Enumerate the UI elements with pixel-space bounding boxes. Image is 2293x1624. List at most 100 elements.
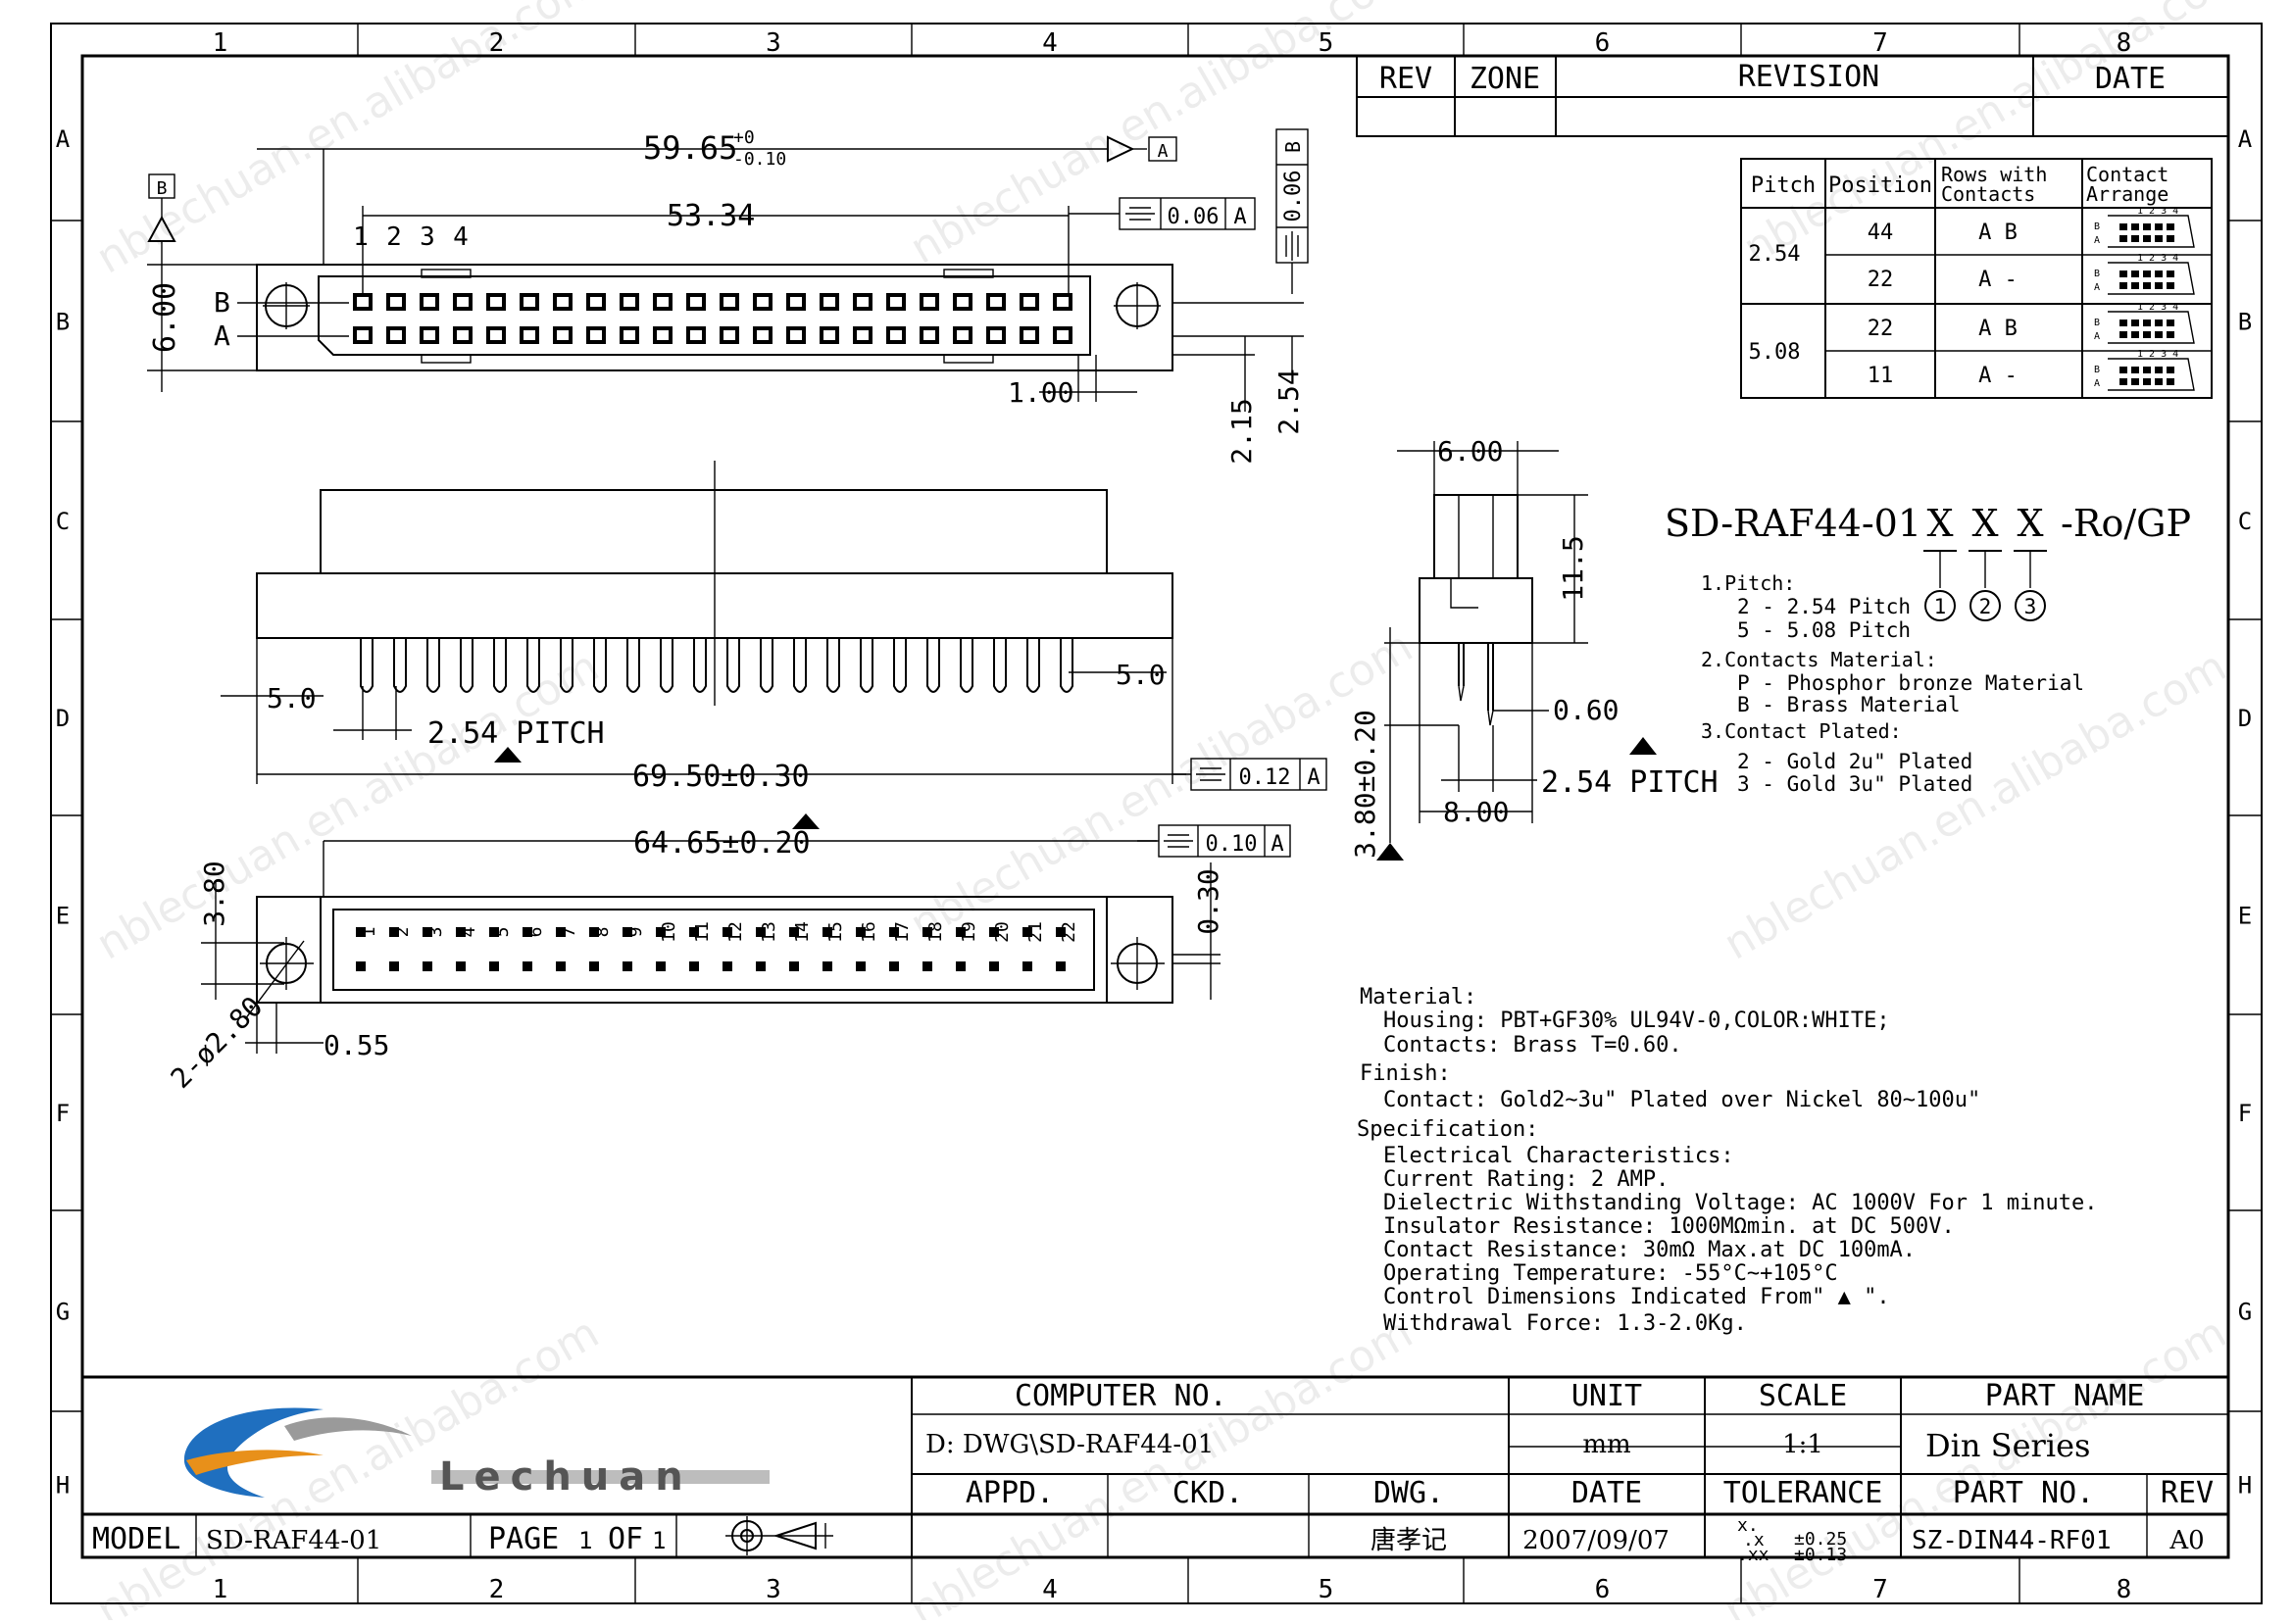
mini-contact <box>2155 271 2163 277</box>
mini-contact <box>2119 367 2127 373</box>
computer-no-label: COMPUTER NO. <box>1015 1379 1227 1413</box>
ckd-label: CKD. <box>1172 1476 1243 1510</box>
top-housing <box>318 275 1091 356</box>
ctrl-frame-012 <box>1190 758 1327 791</box>
datum-ref-b: B <box>1281 141 1305 153</box>
mini-contact <box>2155 378 2163 385</box>
pin-row-a <box>590 330 602 340</box>
row-a-label: A <box>214 320 230 352</box>
bottom-pin-number: 8 <box>592 927 613 938</box>
tol-xx: .x <box>1743 1530 1765 1550</box>
bottom-pin-row-b <box>623 927 632 937</box>
mini-contact <box>2143 271 2151 277</box>
arrange-header-line1: Contact <box>2086 163 2168 186</box>
date-value: 2007/09/07 <box>1522 1526 1670 1555</box>
material-option: B - Brass Material <box>1737 693 1961 716</box>
bottom-pin-row-a <box>689 961 699 971</box>
part-name-label: PART NAME <box>1985 1379 2145 1413</box>
rev-value: A0 <box>2168 1526 2204 1555</box>
bottom-pin-number: 2 <box>392 927 413 938</box>
pin-row-a <box>957 330 969 340</box>
pitch-header: Pitch <box>1751 173 1816 198</box>
pin-row-b <box>857 297 869 307</box>
ctrl-value: 0.10 <box>1206 832 1258 857</box>
pitch-option: 5 - 5.08 Pitch <box>1737 618 1911 642</box>
top-view: A 59.65 +0 -0.10 53.34 0.06 A B 0.06 1 2… <box>147 127 1309 465</box>
bottom-pin-number: 12 <box>725 921 746 943</box>
part-code-suffix: -Ro/GP <box>2061 502 2191 545</box>
page-value: 1 <box>578 1527 592 1554</box>
mini-contact <box>2155 320 2163 326</box>
pin-row-b <box>723 297 735 307</box>
housing-spec: Housing: PBT+GF30% UL94V-0,COLOR:WHITE; <box>1383 1009 1890 1033</box>
dim-0-55: 0.55 <box>324 1029 389 1061</box>
mini-contact <box>2131 331 2139 338</box>
pin-row-b <box>1057 297 1069 307</box>
zone-number: 7 <box>1872 28 1888 58</box>
zone-number: 4 <box>1042 1575 1058 1604</box>
mini-contact <box>2131 235 2139 242</box>
mini-contact <box>2143 282 2151 289</box>
pin-label: 4 <box>453 222 469 252</box>
side-pitch-2-54: 2.54 PITCH <box>1541 765 1719 800</box>
pin-row-a <box>990 330 1002 340</box>
zone-number: 6 <box>1595 28 1611 58</box>
bottom-flange <box>256 896 1173 1004</box>
pitch-option-title: 1.Pitch: <box>1701 571 1795 595</box>
code-x2: X <box>1971 502 1998 545</box>
position-header: Position <box>1828 173 1932 198</box>
zone-number: 4 <box>1042 28 1058 58</box>
datum-ref: A <box>1233 205 1246 229</box>
side-dim-3-80: 3.80±0.20 <box>1349 710 1381 859</box>
bottom-pin-number: 21 <box>1025 921 1046 943</box>
finish-label: Finish: <box>1360 1061 1451 1086</box>
mini-row-b: B <box>2094 318 2100 328</box>
side-dim-6-00: 6.00 <box>1437 435 1503 468</box>
zone-letter: H <box>2238 1472 2252 1500</box>
material-option-title: 2.Contacts Material: <box>1701 648 1937 671</box>
mini-digits: 1 2 3 4 <box>2137 253 2178 264</box>
bottom-pin-row-b <box>356 927 366 937</box>
rows-value: A - <box>1978 364 2018 388</box>
pin-row-b <box>1023 297 1035 307</box>
mini-contact <box>2143 378 2151 385</box>
mini-contact <box>2167 223 2174 230</box>
mini-contact <box>2167 331 2174 338</box>
mini-contact <box>2119 235 2127 242</box>
pin-row-b <box>390 297 402 307</box>
mini-contact <box>2143 235 2151 242</box>
pin-row-b <box>990 297 1002 307</box>
bottom-pin-row-b <box>423 927 432 937</box>
front-pin <box>826 638 840 693</box>
mini-row-a: A <box>2094 282 2100 293</box>
zone-letter: C <box>2238 508 2252 535</box>
bottom-pin-row-a <box>822 961 832 971</box>
pin-row-b <box>490 297 502 307</box>
bottom-pin-row-a <box>1056 961 1066 971</box>
material-label: Material: <box>1360 985 1476 1009</box>
zone-letter: G <box>56 1299 70 1326</box>
bottom-pin-number: 3 <box>425 927 446 938</box>
ctrl-frame-010 <box>1158 824 1291 858</box>
spec-line: Dielectric Withstanding Voltage: AC 1000… <box>1383 1191 2097 1215</box>
pitch-table: Pitch Position Rows with Contacts Contac… <box>1740 158 2213 399</box>
model-value: SD-RAF44-01 <box>206 1526 381 1555</box>
zone-number: 7 <box>1872 1575 1888 1604</box>
datum-b: B <box>157 178 168 199</box>
zone-letter: E <box>56 903 70 930</box>
zone-letter: H <box>56 1472 70 1500</box>
bottom-pin-number: 1 <box>359 927 379 938</box>
part-no-label: PART NO. <box>1953 1476 2095 1510</box>
front-pin <box>960 638 973 693</box>
bottom-pin-number: 13 <box>759 921 779 943</box>
scale-value: 1:1 <box>1782 1430 1823 1459</box>
pin-row-b <box>623 297 635 307</box>
mini-contact <box>2155 282 2163 289</box>
control-triangle <box>1629 737 1657 755</box>
spec-line: Electrical Characteristics: <box>1383 1144 1734 1168</box>
bottom-housing <box>332 909 1095 991</box>
mini-contact <box>2131 271 2139 277</box>
revision-header: REVISION <box>1738 60 1880 94</box>
